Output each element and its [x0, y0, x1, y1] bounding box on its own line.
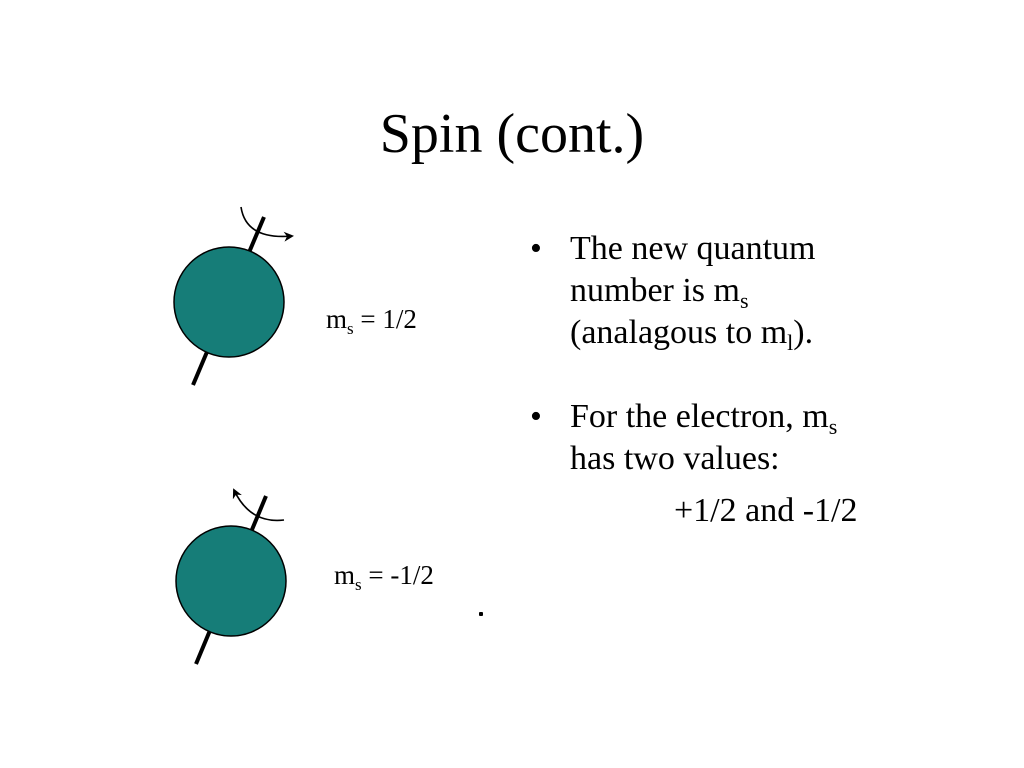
spin-down-sphere: [175, 525, 287, 637]
spin-up-rotation-arrow-icon: [240, 206, 294, 242]
spin-up-sphere: [173, 246, 285, 358]
bullet-marker: •: [530, 230, 542, 267]
slide-title: Spin (cont.): [379, 103, 645, 165]
spin-down-label: ms = -1/2: [334, 560, 434, 594]
spin-down-rotation-arrow-icon: [232, 488, 285, 522]
bullet-marker: •: [530, 398, 542, 435]
bullet-item-electron-values: • For the electron, ms has two values: +…: [530, 396, 1000, 532]
spin-up-label: ms = 1/2: [326, 304, 417, 338]
spin-up-electron: [173, 206, 294, 386]
spin-values: +1/2 and -1/2: [674, 492, 858, 529]
stray-dot: [479, 612, 483, 616]
bullet-item-quantum-number: • The new quantum number is ms (analagou…: [530, 230, 816, 355]
bullet-list: • The new quantum number is ms (analagou…: [530, 228, 1000, 532]
spin-down-electron: [175, 488, 287, 665]
